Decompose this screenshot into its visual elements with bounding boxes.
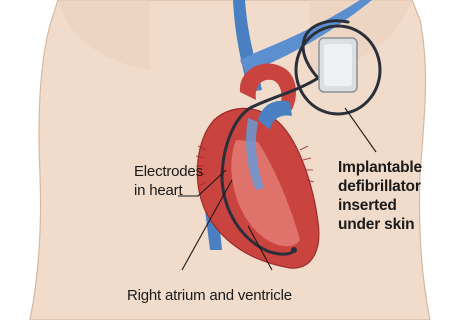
electrode-tip xyxy=(291,247,297,253)
chambers-label: Right atrium and ventricle xyxy=(127,286,292,305)
electrodes-label: Electrodes in heart xyxy=(134,162,203,200)
electrodes-label-line1: Electrodes xyxy=(134,162,203,181)
electrodes-label-line2: in heart xyxy=(134,181,203,200)
device-label: Implantable defibrillator inserted under… xyxy=(338,158,422,234)
device-label-line3: inserted xyxy=(338,196,422,215)
device-label-line2: defibrillator xyxy=(338,177,422,196)
device-label-line4: under skin xyxy=(338,215,422,234)
device-label-line1: Implantable xyxy=(338,158,422,177)
